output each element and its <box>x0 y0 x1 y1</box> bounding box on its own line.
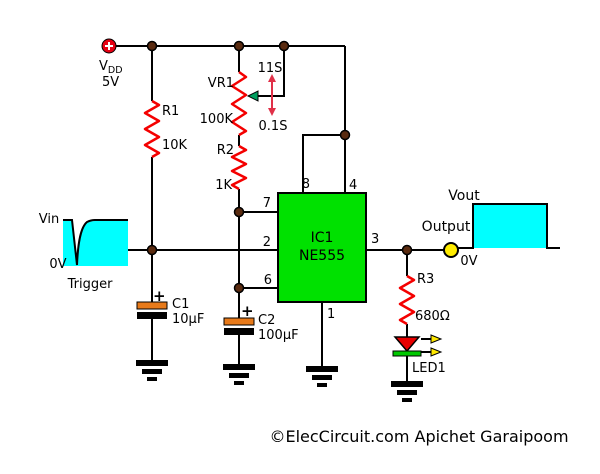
cap-minus-plate-icon <box>137 312 167 319</box>
capacitor-c1: + C1 10µF <box>136 287 204 327</box>
output-waveform: Vout 0V <box>448 188 560 269</box>
output-waveform-line <box>455 203 560 249</box>
resistor-r1: R1 10K <box>143 99 188 159</box>
potentiometer-vr1: VR1 100K <box>200 70 259 137</box>
resistor-r2: R2 1K <box>215 143 248 193</box>
pin4-label: 4 <box>349 178 357 193</box>
junction-dot <box>233 40 245 52</box>
capacitor-c2: + C2 100µF <box>223 302 299 343</box>
c2-value-label: 100µF <box>258 328 299 343</box>
pin1-label: 1 <box>327 307 335 322</box>
ic-body <box>277 192 367 303</box>
arrow-down-icon <box>268 108 276 116</box>
timing-annotation: 11S 0.1S <box>258 61 288 134</box>
c1-polarity-label: + <box>153 287 166 305</box>
ground-icon <box>136 360 168 381</box>
output-caption: Output <box>422 219 471 235</box>
junction-dot <box>278 40 290 52</box>
cap-plus-plate-icon <box>136 301 168 310</box>
trigger-waveform-line <box>63 219 128 266</box>
trigger-zero-label: 0V <box>49 257 66 272</box>
arrow-up-icon <box>268 74 276 82</box>
trigger-waveform: Vin 0V Trigger <box>39 212 128 292</box>
ic1-part-label: NE555 <box>299 248 345 264</box>
trigger-caption: Trigger <box>67 277 113 292</box>
vdd-label: VDD <box>99 59 123 76</box>
vr1-ref-label: VR1 <box>208 76 234 91</box>
resistor-zigzag-icon <box>230 144 248 191</box>
r3-ref-label: R3 <box>417 272 434 287</box>
ground-icon <box>391 381 423 402</box>
junction-dot <box>401 244 413 256</box>
power-source-vdd: VDD 5V <box>99 38 123 90</box>
vout-label: Vout <box>448 188 480 204</box>
c1-ref-label: C1 <box>172 297 189 312</box>
r3-value-label: 680Ω <box>415 309 450 324</box>
cap-minus-plate-icon <box>224 328 254 335</box>
vin-label: Vin <box>39 212 59 227</box>
pin3-label: 3 <box>371 232 379 247</box>
c2-ref-label: C2 <box>258 313 275 328</box>
led1-ref-label: LED1 <box>412 361 446 376</box>
timing-min-label: 0.1S <box>259 119 288 134</box>
r2-ref-label: R2 <box>217 143 234 158</box>
ground-icon <box>306 366 338 387</box>
timing-max-label: 11S <box>258 61 283 76</box>
junction-dot <box>339 129 351 141</box>
junction-dot <box>233 282 245 294</box>
credit-text: ©ElecCircuit.com Apichet Garaipoom <box>269 427 568 446</box>
cap-plus-plate-icon <box>223 317 255 326</box>
trigger-waveform-fill <box>63 221 128 266</box>
output-zero-label: 0V <box>460 254 477 269</box>
resistor-zigzag-icon <box>230 70 248 137</box>
vdd-voltage-label: 5V <box>102 75 119 90</box>
r2-value-label: 1K <box>215 178 232 193</box>
led-cathode-bar-icon <box>392 350 422 357</box>
output-terminal-icon <box>443 242 459 258</box>
junction-dots <box>146 40 413 294</box>
pin2-label: 2 <box>263 235 271 250</box>
r1-value-label: 10K <box>162 138 188 153</box>
c2-polarity-label: + <box>241 302 254 320</box>
junction-dot <box>146 244 158 256</box>
led-led1: LED1 <box>392 334 446 376</box>
light-arrow-icon <box>430 347 443 357</box>
pin7-label: 7 <box>263 196 271 211</box>
vr1-value-label: 100K <box>200 112 234 127</box>
r1-ref-label: R1 <box>162 104 179 119</box>
resistor-zigzag-icon <box>143 99 161 159</box>
light-arrow-icon <box>430 334 443 344</box>
output-terminal: Output <box>422 219 471 258</box>
led-triangle-icon <box>393 336 421 353</box>
wire-pin8 <box>302 134 345 193</box>
power-plus-icon <box>105 42 113 50</box>
resistor-zigzag-icon <box>398 274 416 326</box>
ground-icon <box>223 364 255 385</box>
c1-value-label: 10µF <box>172 312 204 327</box>
wiper-arrow-icon <box>246 90 259 102</box>
output-waveform-fill <box>473 205 547 248</box>
resistor-r3: R3 680Ω <box>398 272 450 326</box>
pin8-label: 8 <box>302 177 310 192</box>
junction-dot <box>233 206 245 218</box>
ic-ne555: IC1 NE555 8 4 7 2 6 3 1 <box>263 177 380 322</box>
junction-dot <box>146 40 158 52</box>
pin6-label: 6 <box>264 273 272 288</box>
ic1-ref-label: IC1 <box>311 230 334 246</box>
wire-wiper-return <box>255 46 285 97</box>
